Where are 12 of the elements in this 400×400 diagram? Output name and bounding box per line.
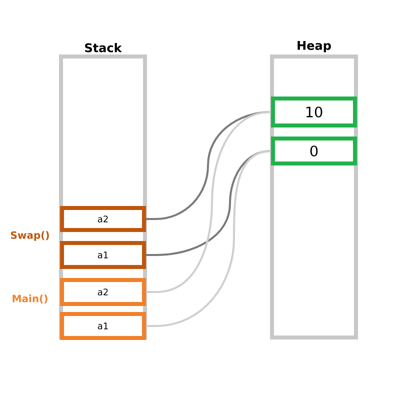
connector	[146, 111, 272, 293]
function-label: Main()	[12, 294, 48, 304]
stack-variable-box: a2	[60, 278, 146, 306]
function-label: Swap()	[10, 231, 49, 241]
stack-variable-box: a1	[60, 241, 146, 269]
heap-value-box: 0	[271, 136, 357, 166]
stack-variable-box: a2	[60, 206, 146, 232]
connector	[146, 150, 272, 327]
stack-variable-box: a1	[60, 312, 146, 340]
node-label: Heap	[298, 41, 331, 52]
node-label: Stack	[85, 43, 122, 52]
heap-value-box: 10	[271, 96, 357, 128]
